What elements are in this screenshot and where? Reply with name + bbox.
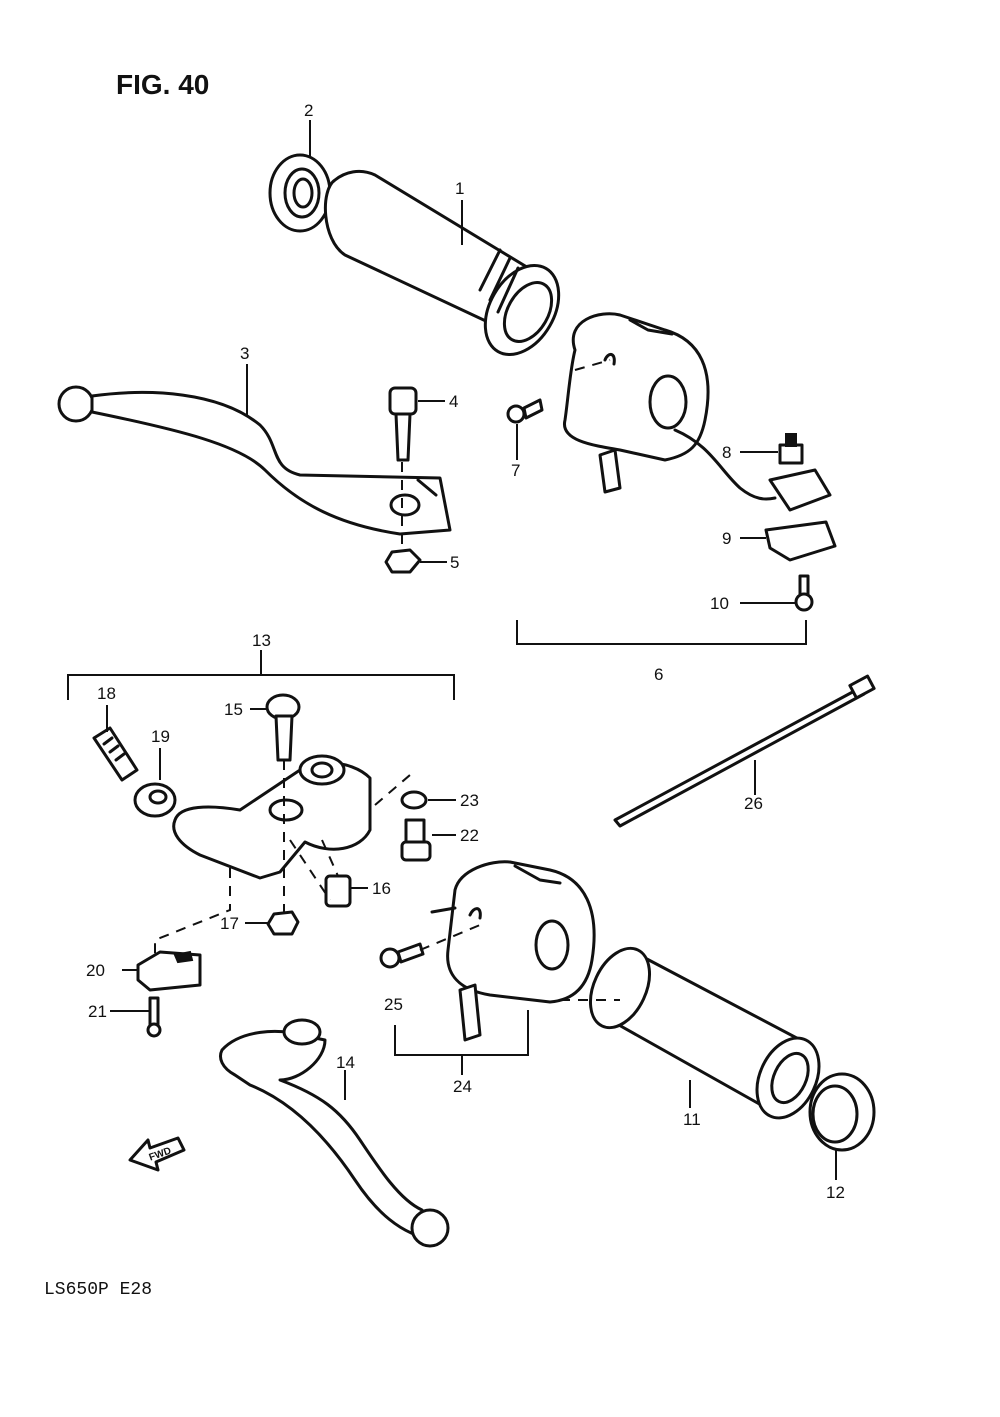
part-19-locknut <box>133 782 177 818</box>
part-18-adjuster <box>92 726 139 782</box>
callout-20: 20 <box>86 961 105 980</box>
callout-19: 19 <box>151 727 170 746</box>
callout-18: 18 <box>97 684 116 703</box>
part-26-cable-tie <box>613 674 876 828</box>
callout-26: 26 <box>744 794 763 813</box>
callout-14: 14 <box>336 1053 355 1072</box>
callout-3: 3 <box>240 344 249 363</box>
part-3-lever <box>57 385 452 536</box>
callout-2: 2 <box>304 101 313 120</box>
part-21-screw <box>146 996 162 1038</box>
callout-22: 22 <box>460 826 479 845</box>
callout-8: 8 <box>722 443 731 462</box>
part-1-throttle-grip <box>323 169 561 357</box>
callout-numbers: 1 2 3 4 5 6 7 8 9 10 11 12 13 14 15 16 1… <box>86 101 845 1202</box>
callout-7: 7 <box>511 461 520 480</box>
part-17-nut <box>266 910 300 936</box>
callout-4: 4 <box>449 392 458 411</box>
callout-13: 13 <box>252 631 271 650</box>
part-4-bolt <box>388 386 418 462</box>
callout-15: 15 <box>224 700 243 719</box>
callout-10: 10 <box>710 594 729 613</box>
callout-23: 23 <box>460 791 479 810</box>
part-5-nut <box>384 548 422 574</box>
callout-5: 5 <box>450 553 459 572</box>
part-14-brake-lever <box>219 1018 450 1248</box>
part-24-switch-assembly <box>430 860 596 1042</box>
part-2-bearing <box>268 153 332 233</box>
callout-9: 9 <box>722 529 731 548</box>
bracket-6 <box>516 620 807 645</box>
assembly-lines <box>154 359 620 1001</box>
callout-11: 11 <box>683 1110 701 1129</box>
callout-1: 1 <box>455 179 464 198</box>
callout-6: 6 <box>654 665 663 684</box>
part-8-connector <box>778 433 804 465</box>
callout-17: 17 <box>220 914 239 933</box>
part-16-bushing <box>324 874 352 908</box>
bracket-13 <box>67 674 455 700</box>
part-23-washer <box>400 790 428 810</box>
model-code: LS650P E28 <box>44 1280 152 1300</box>
fwd-arrow-icon: FWD <box>128 1136 186 1172</box>
part-9-clamp <box>764 468 837 562</box>
part-20-switch <box>136 950 202 992</box>
part-7-screw <box>506 398 544 424</box>
part-11-grip <box>588 946 821 1120</box>
callout-leaders <box>106 120 837 1180</box>
part-25-screw <box>379 942 425 969</box>
part-6-switch-assembly <box>563 312 777 501</box>
part-12-end-cap <box>808 1072 876 1152</box>
part-10-screw <box>794 574 814 612</box>
callout-25: 25 <box>384 995 403 1014</box>
callout-16: 16 <box>372 879 391 898</box>
callout-12: 12 <box>826 1183 845 1202</box>
part-15-pivot-bolt <box>265 693 301 762</box>
callout-24: 24 <box>453 1077 472 1096</box>
figure-title: FIG. 40 <box>116 69 209 100</box>
lever-holder-body <box>172 754 372 880</box>
part-22-bolt <box>400 818 432 862</box>
callout-21: 21 <box>88 1002 107 1021</box>
